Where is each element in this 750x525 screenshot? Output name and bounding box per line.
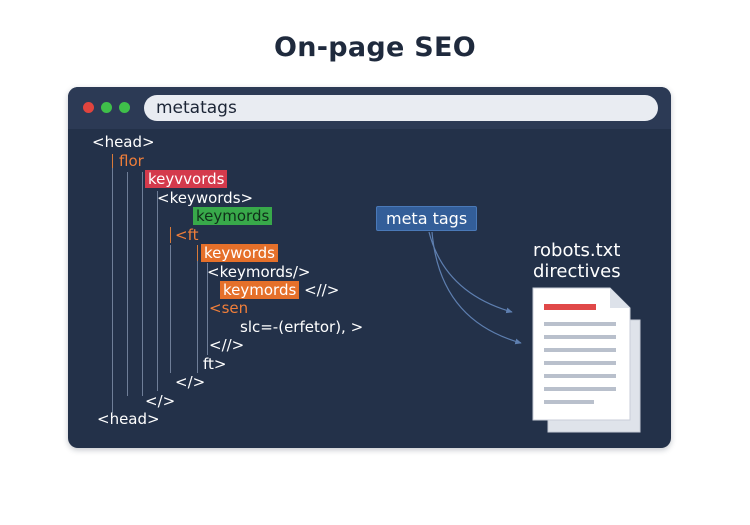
keyword-highlight: keyvvords (145, 170, 228, 188)
indent-guide (142, 172, 143, 396)
browser-window: metatags <head> flor keyvvords <keywords… (68, 87, 671, 448)
page-title: On-page SEO (273, 32, 477, 63)
indent-guide (112, 157, 113, 413)
code-line: <head> (97, 410, 160, 428)
code-line: slc=-(erfetor), > (240, 318, 363, 336)
robots-line-2: directives (533, 261, 621, 282)
code-text: ft> (203, 355, 227, 373)
code-line: keymords (193, 207, 273, 225)
code-line: <keywords> (157, 189, 253, 207)
indent-guide (127, 172, 128, 396)
code-line: <//> (209, 336, 244, 354)
address-bar[interactable]: metatags (144, 95, 658, 121)
code-text: <keywords> (157, 189, 254, 207)
arrow-connector (428, 231, 513, 314)
keyword-highlight: keymords (193, 207, 273, 225)
code-text: <keymords/> (207, 263, 311, 281)
code-text: flor (119, 152, 144, 170)
close-dot-icon[interactable] (83, 102, 94, 113)
indent-guide (207, 263, 208, 355)
maximize-dot-icon[interactable] (119, 102, 130, 113)
code-text: <head> (92, 133, 155, 151)
code-text: <ft (175, 226, 199, 244)
browser-titlebar: metatags (68, 87, 671, 129)
document-stack-icon (532, 287, 641, 433)
code-line: ft> (203, 355, 226, 373)
arrow-connector (431, 231, 522, 345)
robots-line-1: robots.txt (533, 240, 621, 261)
minimize-dot-icon[interactable] (101, 102, 112, 113)
indent-guide (157, 191, 158, 391)
meta-tags-callout: meta tags (376, 206, 478, 231)
code-text: <head> (97, 410, 160, 428)
code-text: <sen (209, 299, 249, 317)
code-text: slc=-(erfetor), > (240, 318, 364, 336)
code-line: </> (145, 392, 175, 410)
code-text: </> (145, 392, 176, 410)
keyword-highlight: keymords (220, 281, 300, 299)
code-line: </> (175, 373, 205, 391)
code-text: <//> (209, 336, 245, 354)
indent-guide (197, 245, 198, 261)
code-text: <//> (299, 281, 340, 299)
code-line: <sen (209, 299, 248, 317)
code-line: <keymords/> (207, 263, 310, 281)
address-text: metatags (156, 98, 237, 118)
keyword-highlight: keywords (201, 244, 278, 262)
code-line: <head> (92, 133, 155, 151)
code-line: flor (119, 152, 144, 170)
code-line: keywords (201, 244, 278, 262)
code-line: keyvvords (145, 170, 228, 188)
robots-label: robots.txt directives (533, 240, 621, 282)
code-line: keymords <//> (220, 281, 339, 299)
indent-guide (197, 245, 198, 373)
indent-guide (112, 154, 113, 168)
code-line: <ft (175, 226, 198, 244)
code-text: </> (175, 373, 206, 391)
indent-guide (170, 227, 171, 243)
indent-guide (170, 245, 171, 373)
